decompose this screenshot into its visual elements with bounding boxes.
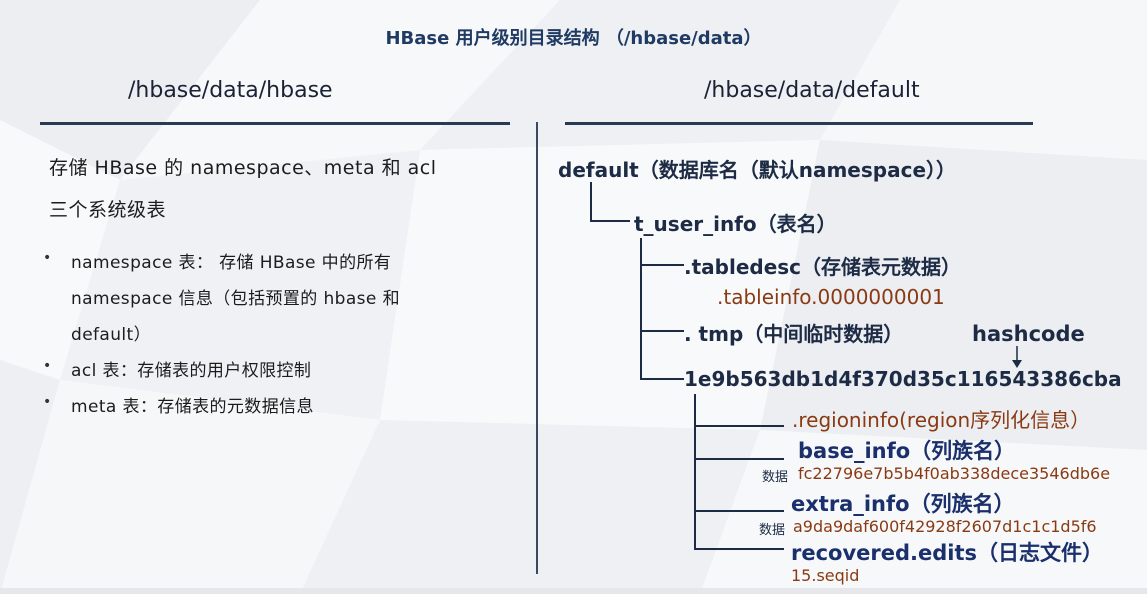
tree-root: default（数据库名（默认namespace））	[558, 158, 957, 182]
left-heading: /hbase/data/hbase	[128, 78, 333, 103]
right-heading: /hbase/data/default	[704, 78, 920, 103]
footer-strip	[0, 588, 1147, 594]
column-divider	[536, 122, 538, 574]
tree-connector	[694, 510, 784, 512]
bullet-dot: •	[43, 358, 52, 374]
bullet-acl: acl 表：存储表的用户权限控制	[71, 361, 312, 381]
tree-base-data: fc22796e7b5b4f0ab338dece3546db6e	[798, 464, 1111, 483]
hashcode-label: hashcode	[972, 322, 1085, 346]
data-label: 数据	[762, 470, 789, 485]
tree-connector	[590, 182, 592, 222]
tree-recovered-edits: recovered.edits（日志文件）	[791, 541, 1104, 565]
tree-connector	[694, 548, 784, 550]
tree-extra-data: a9da9daf600f42928f2607d1c1c1d5f6	[793, 517, 1097, 536]
left-desc-line2: 三个系统级表	[49, 199, 167, 221]
right-heading-rule	[565, 122, 1033, 125]
bullet-dot: •	[43, 250, 52, 266]
tree-extra-info: extra_info（列族名）	[791, 492, 1015, 516]
tree-regioninfo: .regioninfo(region序列化信息）	[792, 408, 1091, 432]
bullet-dot: •	[43, 394, 52, 410]
data-label: 数据	[759, 523, 786, 538]
tree-connector	[640, 330, 684, 332]
page-title: HBase 用户级别目录结构 （/hbase/data）	[385, 28, 762, 49]
tree-connector	[694, 394, 696, 550]
bullet-namespace-line2: namespace 信息（包括预置的 hbase 和	[71, 289, 400, 309]
tree-base-info: base_info（列族名）	[798, 439, 1016, 463]
arrow-down-icon	[1012, 346, 1022, 368]
tree-tabledesc: .tabledesc（存储表元数据）	[684, 255, 962, 279]
bullet-namespace-line3: default）	[71, 325, 152, 345]
tree-connector	[640, 238, 642, 380]
left-heading-rule	[40, 122, 510, 125]
tree-seqid: 15.seqid	[791, 566, 860, 585]
tree-connector	[640, 378, 684, 380]
tree-connector	[640, 264, 684, 266]
tree-table: t_user_info（表名）	[634, 212, 837, 236]
tree-connector	[694, 458, 784, 460]
tree-tmp: . tmp（中间临时数据）	[684, 322, 904, 346]
tree-region: 1e9b563db1d4f370d35c116543386cba	[684, 367, 1122, 391]
tree-tableinfo: .tableinfo.0000000001	[717, 285, 945, 309]
left-desc-line1: 存储 HBase 的 namespace、meta 和 acl	[49, 157, 437, 179]
bullet-meta: meta 表：存储表的元数据信息	[71, 397, 314, 417]
bullet-namespace-line1: namespace 表： 存储 HBase 中的所有	[71, 253, 392, 273]
tree-connector	[590, 220, 630, 222]
tree-connector	[694, 425, 784, 427]
